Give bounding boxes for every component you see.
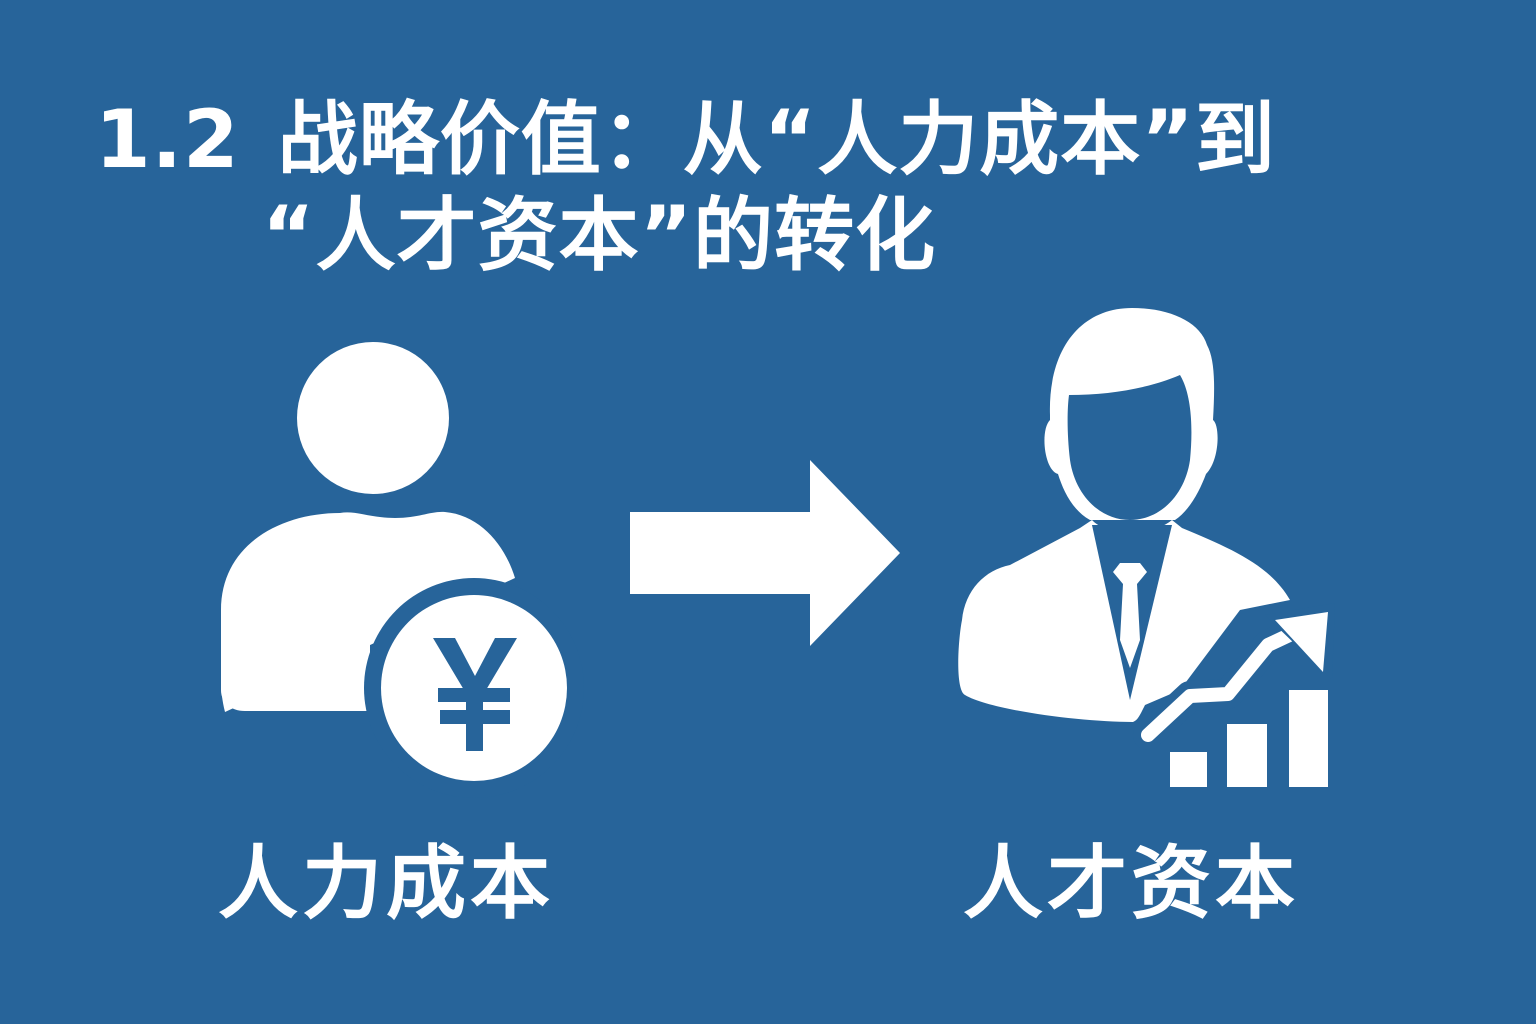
bar-1-icon xyxy=(1170,752,1207,787)
title-text-1: 战略价值：从“人力成本”到 xyxy=(277,93,1276,186)
yen-symbol-icon xyxy=(433,638,517,751)
right-arrow-icon xyxy=(630,460,900,646)
caption-human-capital: 人才资本 xyxy=(963,837,1299,930)
section-number: 1.2 xyxy=(95,93,240,186)
person-head-icon xyxy=(297,342,449,494)
rising-bar-chart-arrow-icon xyxy=(1133,603,1335,787)
person-with-yen-coin-icon xyxy=(221,342,584,798)
caption-human-cost: 人力成本 xyxy=(218,837,554,930)
businessman-with-growth-chart-icon xyxy=(958,308,1290,722)
bar-2-icon xyxy=(1227,724,1267,787)
tie-icon xyxy=(1113,563,1147,668)
bar-3-icon xyxy=(1289,690,1328,787)
businessman-face-icon xyxy=(1067,375,1192,520)
slide-title-line-2: “人才资本”的转化 xyxy=(262,189,937,282)
